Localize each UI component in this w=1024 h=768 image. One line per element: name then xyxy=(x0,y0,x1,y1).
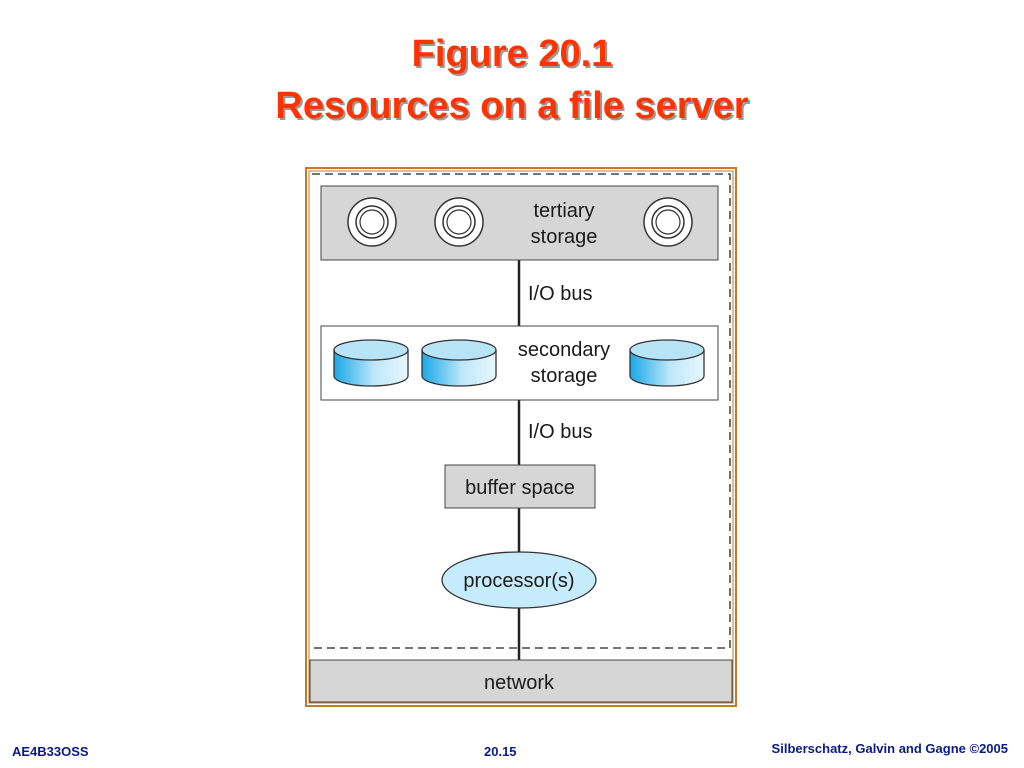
tertiary-storage-box: tertiary storage xyxy=(320,185,719,261)
footer-page-number: 20.15 xyxy=(484,744,517,759)
tape-reel-icon xyxy=(347,197,397,247)
tape-reel-icon xyxy=(643,197,693,247)
disk-icon xyxy=(333,339,409,387)
slide-title-line-1: Figure 20.1 xyxy=(411,33,613,75)
tertiary-storage-label-line-2: storage xyxy=(531,226,598,248)
secondary-storage-label-line-2: storage xyxy=(531,365,598,387)
footer-copyright: Silberschatz, Galvin and Gagne ©2005 xyxy=(771,741,1008,756)
secondary-storage-box: secondary storage xyxy=(320,325,719,401)
processor-label: processor(s) xyxy=(463,570,574,592)
disk-icon xyxy=(421,339,497,387)
network-bar: network xyxy=(309,659,733,703)
tertiary-storage-label-line-1: tertiary xyxy=(533,200,594,222)
io-bus-label-bottom: I/O bus xyxy=(528,421,592,443)
server-boundary-dashed xyxy=(312,173,731,649)
buffer-space-box: buffer space xyxy=(444,464,596,509)
io-bus-label-top: I/O bus xyxy=(528,283,592,305)
footer-course-code: AE4B33OSS xyxy=(12,744,89,759)
diagram-frame-inner xyxy=(308,170,734,704)
secondary-storage-label-line-1: secondary xyxy=(518,339,610,361)
buffer-space-label: buffer space xyxy=(465,477,575,499)
network-label: network xyxy=(484,672,555,694)
slide-title-line-2: Resources on a file server xyxy=(275,85,749,127)
disk-icon xyxy=(629,339,705,387)
processor-node: processor(s) xyxy=(441,551,597,609)
tape-reel-icon xyxy=(434,197,484,247)
